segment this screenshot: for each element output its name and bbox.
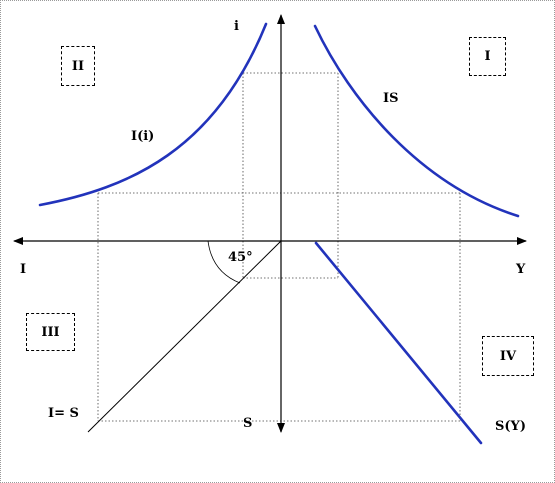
angle-label: 45°	[228, 250, 253, 265]
i-equals-s-label: I= S	[48, 406, 79, 421]
investment-curve	[38, 22, 268, 207]
forty-five-degree-line	[87, 240, 282, 433]
savings-curve-label: S(Y)	[495, 419, 526, 434]
is-curve	[313, 24, 520, 218]
is-curve-label: IS	[383, 91, 399, 106]
savings-axis-label: S	[243, 416, 253, 431]
investment-curve-label: I(i)	[131, 129, 155, 144]
investment-axis-label: I	[20, 262, 27, 277]
interest-axis-label: i	[234, 19, 239, 34]
quadrant-four-box: IV	[482, 336, 534, 376]
guide-lines	[97, 72, 461, 422]
quadrant-two-box: II	[61, 46, 95, 86]
angle-arc	[207, 240, 241, 284]
quadrant-three-box: III	[26, 313, 75, 351]
output-axis-label: Y	[516, 262, 526, 277]
quadrant-one-box: I	[469, 37, 506, 76]
savings-curve	[314, 241, 483, 445]
